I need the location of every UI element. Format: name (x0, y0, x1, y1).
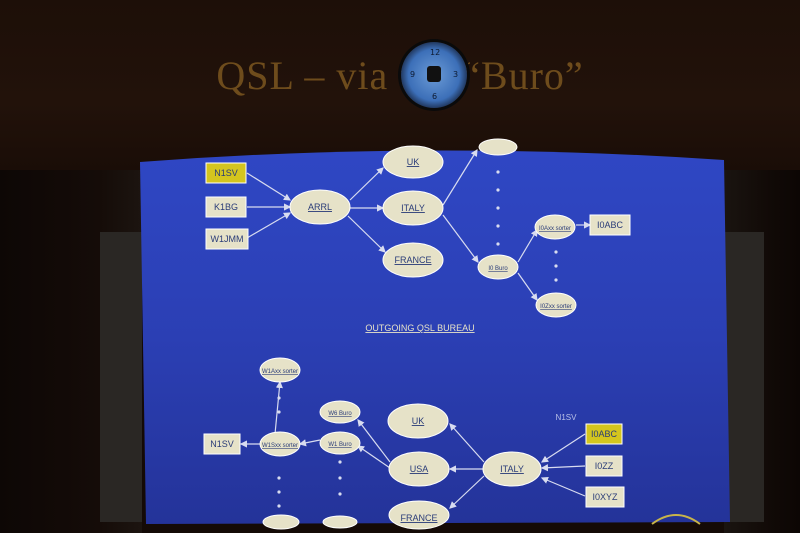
top-bureau-label: I0 Buro (488, 266, 508, 272)
screen-frame-right (724, 232, 764, 522)
bottom-country-node (388, 500, 450, 530)
top-diagram-edges (246, 148, 592, 301)
top-station-label: N1SV (214, 168, 238, 178)
top-country-label: ITALY (401, 203, 425, 213)
bottom-station-label: I0ABC (591, 429, 618, 439)
bottom-country-label: USA (410, 464, 429, 474)
bottom-sorter-label: W1Sxx sorter (262, 443, 298, 449)
room-ceiling (0, 0, 800, 170)
bottom-country-label: FRANCE (400, 513, 437, 523)
corner-logo-icon (651, 514, 701, 525)
top-country-label: FRANCE (394, 255, 431, 265)
clock-hands (427, 66, 441, 82)
bottom-station-label: I0XYZ (592, 492, 618, 502)
bottom-country-node (388, 451, 450, 487)
top-hub-label: ARRL (308, 202, 332, 212)
bottom-destination-label: N1SV (210, 439, 234, 449)
bottom-bureau-node (322, 515, 358, 529)
top-country-node (382, 145, 444, 179)
slide-title-banner: QSL – via the “Buro” (216, 53, 584, 98)
top-country-label: UK (407, 157, 420, 167)
bottom-country-label: UK (412, 416, 425, 426)
bottom-sorter-node (262, 514, 300, 530)
bottom-diagram-edges (239, 380, 586, 509)
top-station-box (205, 196, 247, 218)
bottom-station-box (585, 423, 623, 445)
top-sorter-label: I0Zxx sorter (540, 304, 572, 310)
bottom-bureau-label: W6 Buro (328, 411, 352, 417)
top-dots (496, 170, 558, 282)
bottom-hub-label: ITALY (500, 464, 524, 474)
top-bureau-node (477, 254, 519, 280)
bottom-sorter-node (259, 357, 301, 383)
slide-caption: OUTGOING QSL BUREAU (365, 323, 474, 333)
top-station-label: W1JMM (211, 234, 244, 244)
bottom-country-node (387, 403, 449, 439)
slide-background (140, 150, 730, 524)
bottom-sorter-label: W1Axx sorter (262, 369, 298, 375)
bottom-bureau-node (319, 431, 361, 455)
bottom-station-box (585, 486, 625, 508)
bottom-destination-box (203, 433, 241, 455)
top-country-node (382, 242, 444, 278)
top-destination-label: I0ABC (597, 220, 624, 230)
top-destination-box (589, 214, 631, 236)
bottom-bureau-label: W1 Buro (328, 442, 352, 448)
top-station-label: K1BG (214, 202, 238, 212)
top-station-box (205, 228, 249, 250)
top-station-box (205, 162, 247, 184)
top-sorter-node (534, 214, 576, 240)
top-sorter-node (535, 292, 577, 318)
top-partial-node (478, 138, 518, 156)
bottom-station-box (585, 455, 623, 477)
top-sorter-label: I0Axx sorter (539, 226, 571, 232)
destination-call-label: N1SV (556, 413, 578, 422)
screen-frame-left (100, 232, 142, 522)
top-hub-node (289, 189, 351, 225)
top-country-node (382, 190, 444, 226)
bottom-station-label: I0ZZ (595, 461, 614, 471)
wall-clock-icon: 12 3 6 9 (401, 42, 467, 108)
bottom-sorter-node (259, 431, 301, 457)
bottom-hub-node (482, 451, 542, 487)
bottom-dots (277, 396, 342, 508)
bottom-bureau-node (319, 400, 361, 424)
